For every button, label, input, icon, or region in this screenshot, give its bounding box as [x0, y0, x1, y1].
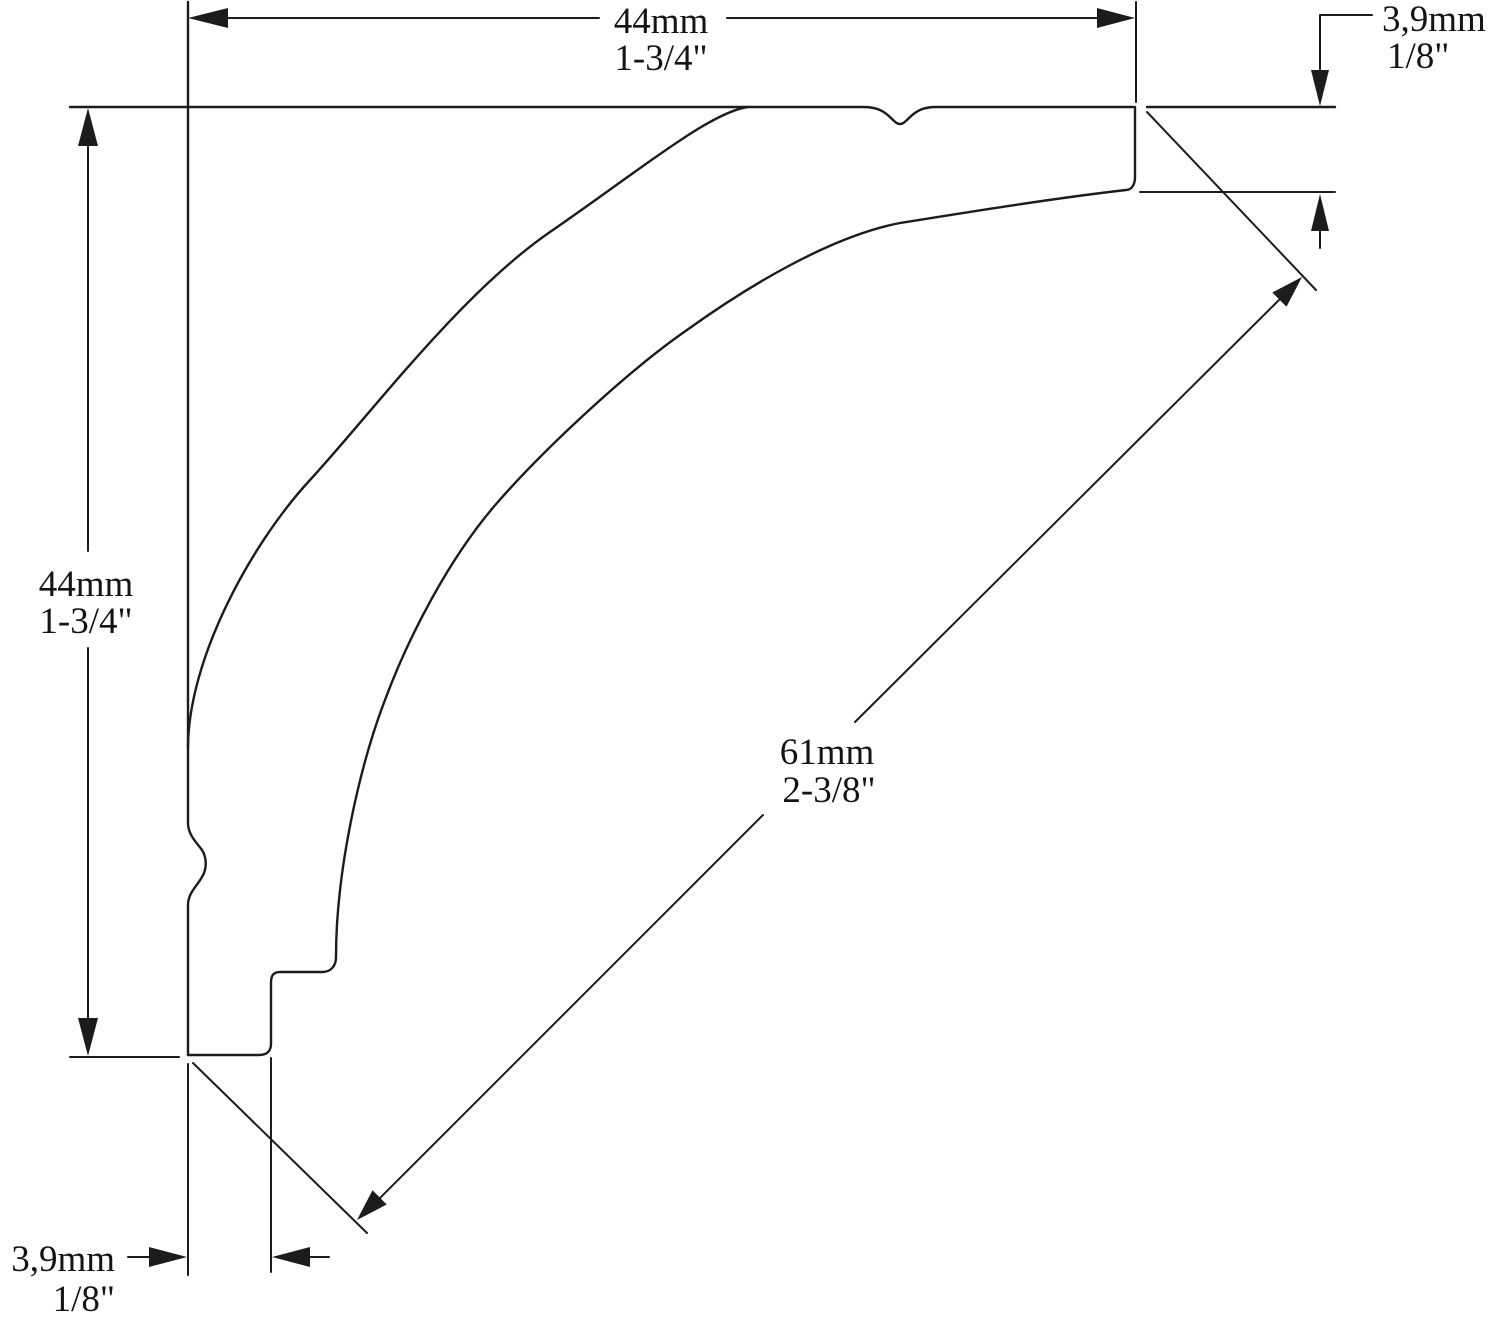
top-width-metric-label: 44mm	[614, 1, 709, 42]
drawing-lines	[68, 0, 1373, 1276]
dimension-labels: 44mm 1-3/4" 3,9mm 1/8" 44mm 1-3/4" 61mm …	[11, 0, 1486, 1318]
bottom-thickness-metric-label: 3,9mm	[11, 1239, 115, 1280]
ceiling-line-with-notch	[68, 105, 1135, 126]
extension-lines	[69, 1, 1336, 1276]
arrow-left-down-icon	[78, 1018, 98, 1056]
left-height-imperial-label: 1-3/4"	[39, 601, 132, 642]
arrow-right-up-icon	[1311, 194, 1329, 231]
diagonal-metric-label: 61mm	[780, 732, 875, 773]
ext-diagonal-top	[1146, 111, 1317, 291]
arrow-diagonal-ne-icon	[1272, 277, 1302, 307]
arrow-top-left-icon	[188, 8, 228, 28]
right-thickness-imperial-label: 1/8"	[1387, 36, 1449, 77]
profile-back-curve	[186, 105, 750, 750]
dim-diagonal-lower	[374, 814, 764, 1204]
bottom-thickness-imperial-label: 1/8"	[53, 1279, 115, 1318]
arrow-diagonal-sw-icon	[357, 1190, 387, 1220]
dim-diagonal-upper	[854, 294, 1285, 723]
arrow-left-up-icon	[78, 108, 98, 146]
profile-front-cove	[186, 105, 1137, 1057]
dimension-lines	[87, 14, 1373, 1258]
right-thickness-metric-label: 3,9mm	[1382, 0, 1486, 40]
arrow-bottom-left-icon	[272, 1247, 310, 1267]
arrow-top-right-icon	[1097, 8, 1135, 28]
arrow-bottom-right-icon	[149, 1247, 187, 1267]
left-height-metric-label: 44mm	[39, 564, 134, 605]
wall-line-with-groove	[186, 0, 207, 1057]
ext-diagonal-bottom	[192, 1062, 368, 1234]
dim-right-leader	[1319, 14, 1373, 73]
diagonal-imperial-label: 2-3/8"	[782, 770, 875, 811]
top-width-imperial-label: 1-3/4"	[614, 38, 707, 79]
arrowheads	[78, 8, 1329, 1267]
arrow-right-down-icon	[1311, 70, 1329, 106]
